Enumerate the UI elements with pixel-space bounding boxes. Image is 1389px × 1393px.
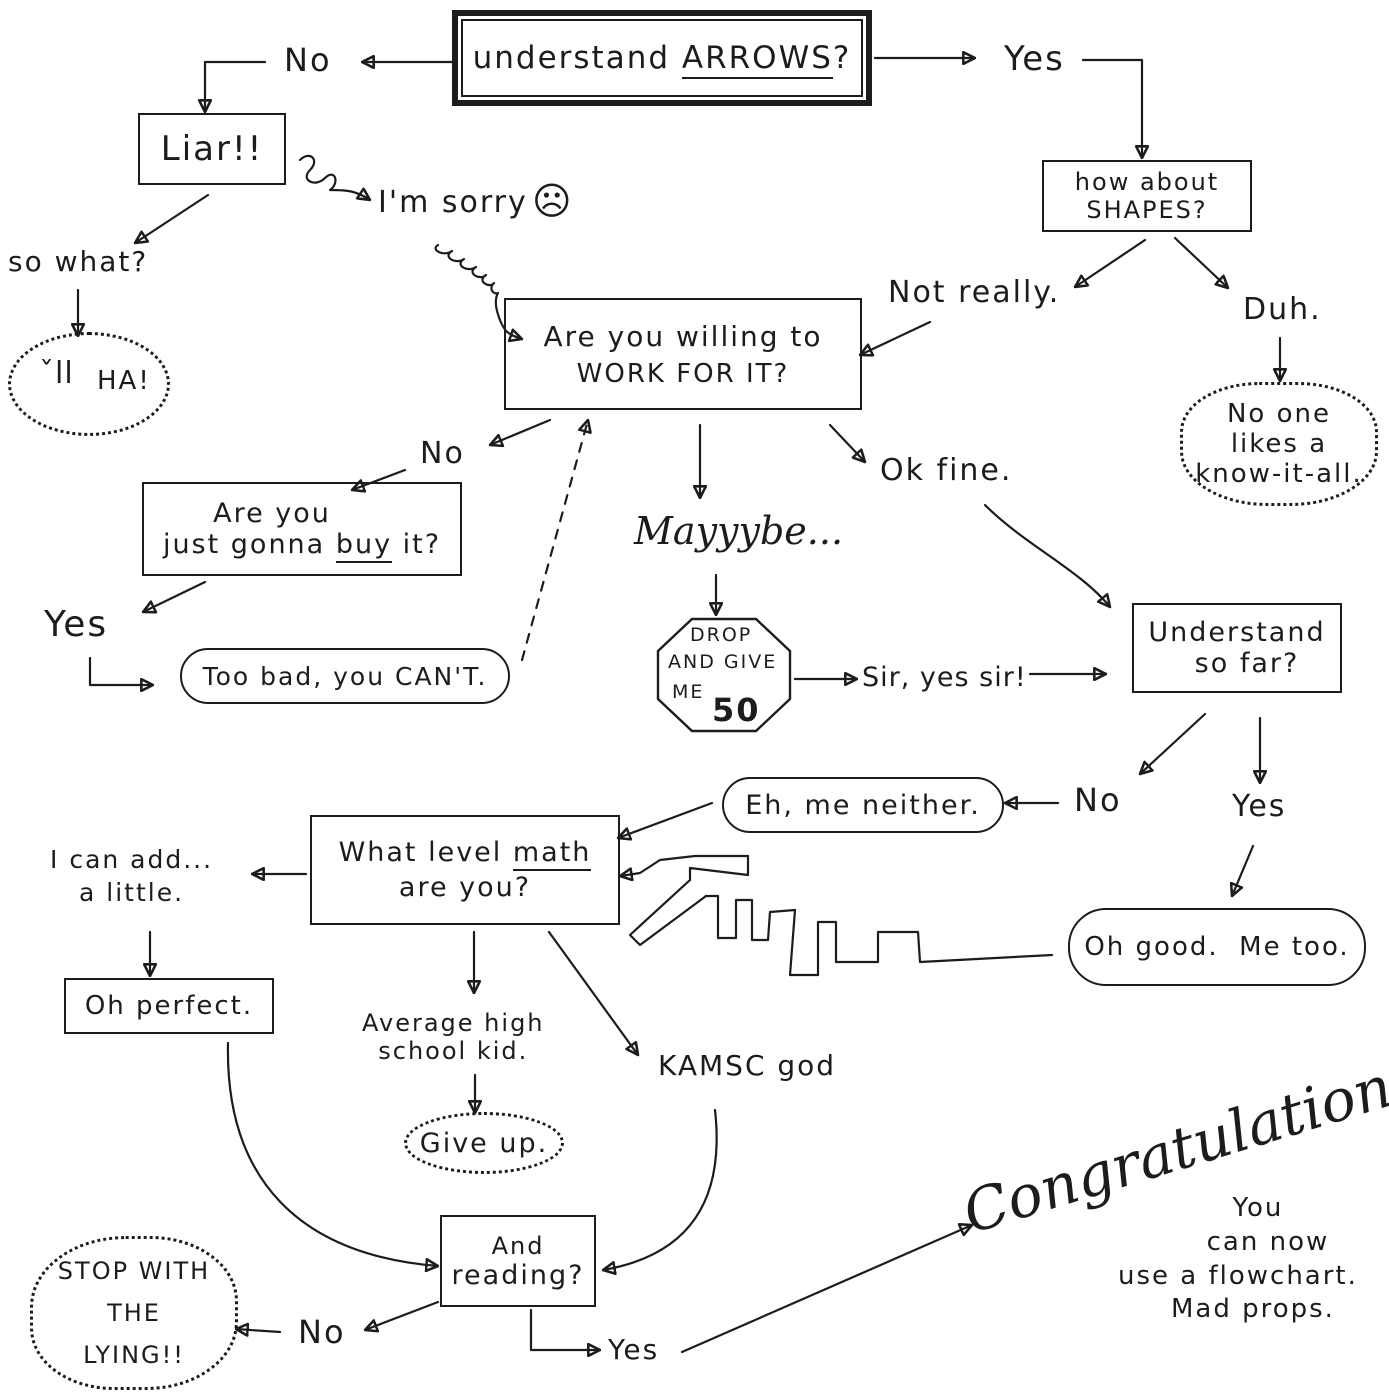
node-give-up: Give up.	[404, 1112, 564, 1174]
arrow-work-to-no	[490, 418, 552, 445]
label-yes-buy: Yes	[44, 604, 109, 645]
arrows-underlined: ARROWS	[681, 40, 833, 79]
label-so-what: so what?	[8, 245, 149, 278]
octagon-line-3: ME	[672, 681, 705, 703]
arrow-yes-to-too-bad	[88, 656, 153, 685]
node-no-one-likes-know-it-all: No one likes a know-it-all.	[1180, 382, 1378, 506]
label-ok-fine: Ok fine.	[880, 453, 1013, 488]
node-just-gonna-buy-it: Are you just gonna buy it?	[142, 482, 462, 576]
node-willing-to-work: Are you willing to WORK FOR IT?	[504, 298, 862, 410]
node-oh-good-me-too: Oh good. Me too.	[1068, 908, 1366, 986]
arrow-yes-to-congrats	[680, 1225, 972, 1354]
arrow-neither-to-math	[618, 801, 714, 838]
arrow-liar-to-so-what	[135, 193, 210, 243]
label-no-understand: No	[1074, 781, 1122, 819]
node-ha: ˇll HA!	[8, 332, 170, 436]
arrow-buy-to-yes	[143, 580, 207, 612]
node-stop-with-the-lying: STOP WITH THE LYING!!	[30, 1236, 238, 1390]
math-underlined: math	[512, 837, 592, 871]
label-you-can-now: You can now use a flowchart. Mad props.	[1118, 1193, 1358, 1325]
node-eh-me-neither: Eh, me neither.	[722, 777, 1004, 833]
label-no-reading: No	[298, 1313, 346, 1351]
node-liar: Liar!!	[138, 113, 286, 185]
arrow-math-to-kamsc	[547, 930, 638, 1055]
octagon-line-2: AND GIVE	[668, 651, 778, 673]
arrow-perfect-to-reading	[226, 1041, 438, 1266]
label-yes-reading: Yes	[608, 1333, 660, 1366]
label-yes-understand: Yes	[1232, 789, 1287, 824]
arrow-shapes-to-duh	[1173, 236, 1228, 288]
arrow-reading-to-yes	[529, 1308, 600, 1350]
arrow-kamsc-to-reading	[603, 1108, 718, 1270]
arrow-work-to-ok-fine	[828, 423, 865, 462]
label-kamsc-god: KAMSC god	[658, 1049, 837, 1082]
label-maybe: Mayyybe...	[634, 509, 844, 553]
octagon-number: 50	[712, 691, 761, 729]
node-what-level-math: What level math are you?	[310, 815, 620, 925]
label-no-start: No	[284, 41, 332, 79]
label-no-work: No	[420, 436, 465, 471]
node-too-bad: Too bad, you CAN'T.	[180, 648, 510, 704]
label-im-sorry: I'm sorry	[378, 185, 528, 220]
arrow-yes-to-oh-good	[1232, 844, 1255, 896]
label-sir-yes-sir: Sir, yes sir!	[862, 662, 1027, 693]
arrow-understand-to-no	[1140, 712, 1207, 774]
sad-face-icon: ☹	[532, 179, 572, 223]
stop-sign-octagon	[656, 617, 792, 733]
label-not-really: Not really.	[888, 275, 1061, 310]
node-how-about-shapes: how about SHAPES?	[1042, 160, 1252, 232]
node-and-reading: And reading?	[440, 1215, 596, 1307]
arrow-yes-to-shapes	[1081, 58, 1142, 158]
label-i-can-add: I can add... a little.	[50, 845, 214, 907]
label-average-kid: Average high school kid.	[362, 1009, 545, 1065]
arrow-no-to-stop	[236, 1329, 282, 1332]
spring-sorry-to-work	[434, 243, 522, 339]
arrow-reading-to-no	[365, 1300, 440, 1330]
start-node-text: understand	[472, 40, 682, 76]
label-duh: Duh.	[1243, 292, 1322, 327]
squiggle-liar-to-sorry	[298, 154, 370, 200]
arrow-not-really-to-work	[860, 320, 932, 355]
arrow-ok-fine-to-understand	[983, 503, 1110, 607]
start-node-understand-arrows: understand ARROWS?	[452, 10, 872, 106]
arrow-shapes-to-not-really	[1075, 238, 1147, 287]
buy-underlined: buy	[335, 529, 393, 563]
arrow-no-to-liar	[205, 60, 267, 112]
label-yes-start: Yes	[1004, 39, 1065, 79]
dashed-too-bad-to-work	[520, 420, 588, 662]
maze-oh-good-to-math	[620, 854, 1054, 977]
octagon-line-1: DROP	[690, 624, 753, 646]
loss-meme-icon: ˇll	[39, 356, 74, 391]
node-understand-so-far: Understand so far?	[1132, 603, 1342, 693]
node-oh-perfect: Oh perfect.	[64, 978, 274, 1034]
arrow-no-to-buy	[352, 468, 407, 490]
